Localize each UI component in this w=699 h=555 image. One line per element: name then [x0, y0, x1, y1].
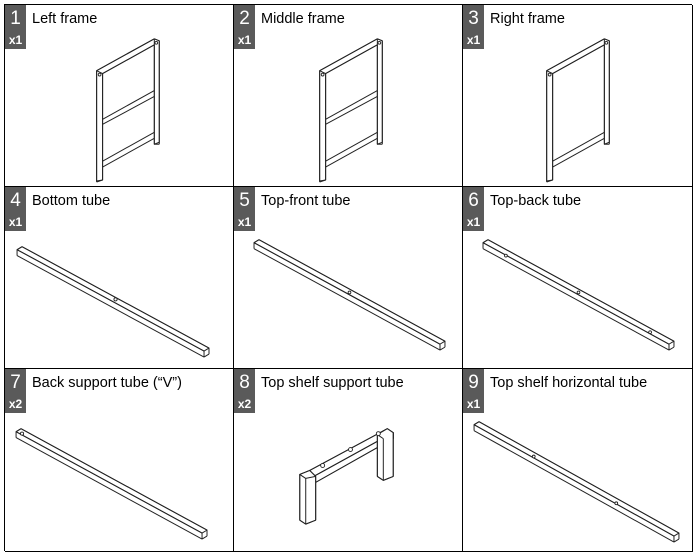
part-quantity-badge: x1	[463, 396, 484, 413]
part-cell-back-support-tube: 7 x2 Back support tube (“V”)	[5, 369, 234, 552]
part-cell-top-front-tube: 5 x1 Top-front tube	[234, 187, 463, 369]
part-cell-middle-frame: 2 x1 Middle frame	[234, 5, 463, 187]
top-shelf-horizontal-tube-drawing-icon	[473, 421, 680, 543]
part-quantity-badge: x1	[463, 32, 484, 49]
part-name: Back support tube (“V”)	[32, 375, 182, 391]
top-shelf-support-tube-drawing-icon	[299, 428, 394, 525]
top-back-tube-drawing-icon	[482, 239, 675, 351]
part-name: Top shelf support tube	[261, 375, 404, 391]
part-name: Top-front tube	[261, 193, 351, 209]
part-name: Middle frame	[261, 11, 345, 27]
part-quantity-badge: x1	[5, 214, 26, 231]
bottom-tube-drawing-icon	[16, 246, 210, 358]
back-support-tube-drawing-icon	[15, 428, 208, 540]
part-cell-right-frame: 3 x1 Right frame	[463, 5, 693, 187]
part-quantity-badge: x1	[234, 32, 255, 49]
part-name: Left frame	[32, 11, 98, 27]
part-number-badge: 5	[234, 187, 255, 214]
part-name: Bottom tube	[32, 193, 111, 209]
parts-list-grid: 1 x1 Left frame 2 x1 Middle frame	[4, 4, 693, 552]
part-cell-top-shelf-support-tube: 8 x2 Top shelf support tube	[234, 369, 463, 552]
part-number-badge: 9	[463, 369, 484, 396]
part-quantity-badge: x1	[5, 32, 26, 49]
part-cell-left-frame: 1 x1 Left frame	[5, 5, 234, 187]
part-name: Right frame	[490, 11, 565, 27]
part-name: Top-back tube	[490, 193, 582, 209]
part-number-badge: 6	[463, 187, 484, 214]
part-quantity-badge: x1	[463, 214, 484, 231]
part-number-badge: 4	[5, 187, 26, 214]
part-number-badge: 2	[234, 5, 255, 32]
part-number-badge: 1	[5, 5, 26, 32]
part-name: Top shelf horizontal tube	[490, 375, 648, 391]
part-quantity-badge: x1	[234, 214, 255, 231]
left-frame-drawing-icon	[96, 38, 160, 183]
part-cell-top-back-tube: 6 x1 Top-back tube	[463, 187, 693, 369]
part-cell-top-shelf-horizontal-tube: 9 x1 Top shelf horizontal tube	[463, 369, 693, 552]
part-quantity-badge: x2	[5, 396, 26, 413]
part-cell-bottom-tube: 4 x1 Bottom tube	[5, 187, 234, 369]
part-number-badge: 7	[5, 369, 26, 396]
right-frame-drawing-icon	[546, 38, 610, 183]
part-number-badge: 8	[234, 369, 255, 396]
part-number-badge: 3	[463, 5, 484, 32]
middle-frame-drawing-icon	[319, 38, 383, 183]
part-quantity-badge: x2	[234, 396, 255, 413]
top-front-tube-drawing-icon	[253, 239, 446, 351]
